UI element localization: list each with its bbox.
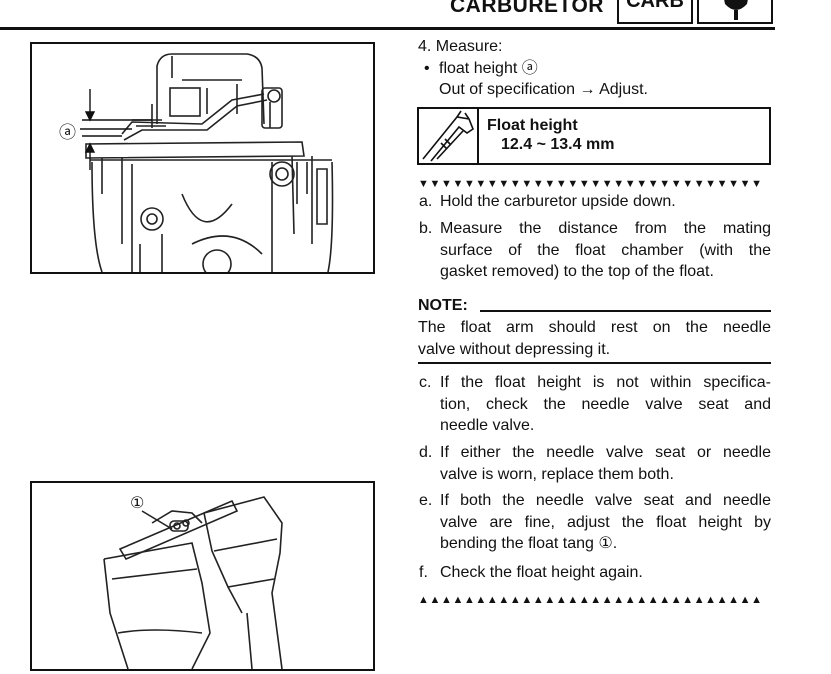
step-c-letter: c. — [419, 374, 432, 391]
step-c-line-3: needle valve. — [440, 417, 535, 434]
float-height-figure: ⓐ — [30, 42, 375, 279]
note-line-2: valve without depressing it. — [418, 340, 611, 358]
step-b-line-1: Measure the distance from the mating — [440, 220, 771, 237]
step-a-line-1: Hold the carburetor upside down. — [440, 193, 676, 210]
step-c-text: If the float height is not within specif… — [440, 372, 771, 437]
spec-label: Float height — [487, 117, 578, 134]
step-d-line-1: If either the needle valve seat or needl… — [440, 444, 771, 461]
note-label: NOTE: — [418, 297, 468, 314]
caliper-icon — [419, 109, 479, 163]
step-e-text: If both the needle valve seat and needle… — [440, 490, 771, 555]
header-rule — [0, 27, 775, 30]
procedure-start-marker: ▼▼▼▼▼▼▼▼▼▼▼▼▼▼▼▼▼▼▼▼▼▼▼▼▼▼▼▼▼▼ — [418, 178, 763, 190]
step-d-text: If either the needle valve seat or needl… — [440, 442, 771, 485]
step-f-text: Check the float height again. — [440, 562, 771, 584]
step-a-letter: a. — [419, 193, 433, 210]
note-text: The float arm should rest on the needle … — [418, 317, 771, 360]
step-b-letter: b. — [419, 220, 433, 237]
carburetor-icon — [724, 0, 748, 20]
note-line-1: The float arm should rest on the needle — [418, 319, 771, 336]
step-d-line-2: valve is worn, replace them both. — [440, 465, 674, 483]
step-f-line-1: Check the float height again. — [440, 564, 643, 581]
float-height-callout: ⓐ — [59, 123, 76, 142]
step-f-letter: f. — [419, 564, 428, 581]
note-bottom-rule — [418, 362, 771, 364]
step-b-text: Measure the distance from the mating sur… — [440, 218, 771, 283]
carburetor-icon-box — [697, 0, 773, 24]
step-c-line-1: If the float height is not within specif… — [440, 374, 771, 391]
step-4-heading: 4. Measure: — [418, 38, 503, 55]
float-drawing — [103, 496, 283, 670]
step-e-line-1: If both the needle valve seat and needle — [440, 492, 771, 509]
section-tab-label: CARB — [617, 0, 693, 24]
step-a-text: Hold the carburetor upside down. — [440, 191, 771, 213]
step-e-line-2: valve are fine, adjust the float height … — [440, 513, 771, 531]
carburetor-drawing — [80, 53, 334, 279]
spec-box: Float height 12.4 ~ 13.4 mm — [417, 107, 771, 165]
note-top-rule — [480, 310, 771, 312]
step-e-letter: e. — [419, 492, 433, 509]
out-of-spec-note: Out of specification → Adjust. — [439, 81, 648, 98]
bullet-marker: • — [424, 60, 430, 77]
step-b-line-2: surface of the float chamber (with the — [440, 241, 771, 259]
float-tang-figure: ① — [30, 481, 375, 671]
measure-item: float height ⓐ — [439, 60, 538, 77]
step-e-line-3: bending the float tang ①. — [440, 535, 618, 552]
step-d-letter: d. — [419, 444, 433, 461]
step-b-line-3: gasket removed) to the top of the float. — [440, 263, 714, 280]
spec-value: 12.4 ~ 13.4 mm — [501, 136, 615, 153]
float-tang-callout: ① — [130, 495, 145, 512]
step-c-line-2: tion, check the needle valve seat and — [440, 395, 771, 413]
procedure-end-marker: ▲▲▲▲▲▲▲▲▲▲▲▲▲▲▲▲▲▲▲▲▲▲▲▲▲▲▲▲▲▲ — [418, 594, 763, 606]
section-title: CARBURETOR — [450, 0, 604, 17]
